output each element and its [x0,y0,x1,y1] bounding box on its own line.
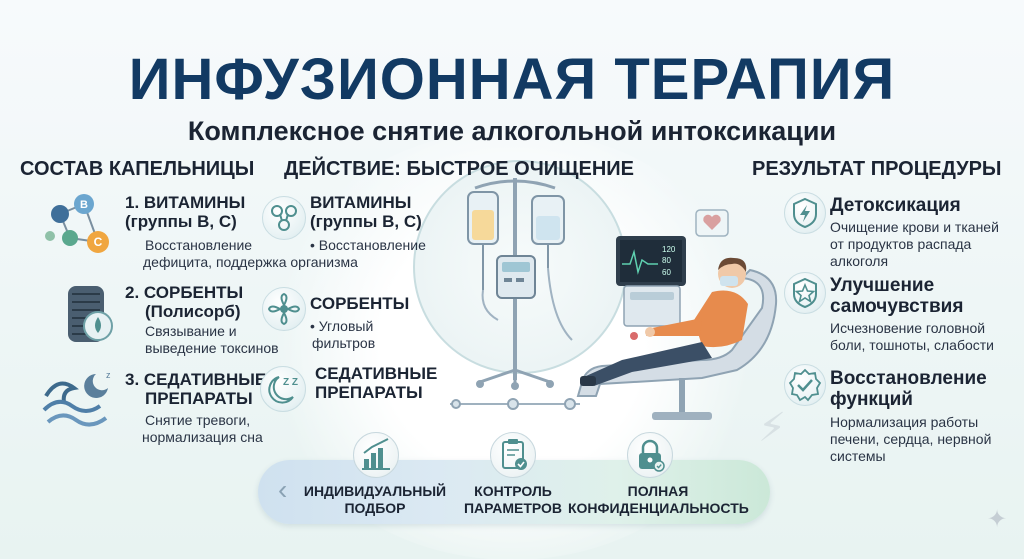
svg-text:Z Z: Z Z [283,377,298,388]
monitor-reading-3: 60 [662,268,671,277]
moon-zz-icon: Z Z [260,366,306,412]
middle-item-desc-1: • Восстановление [310,237,426,253]
middle-item-title-1: ВИТАМИНЫ [310,193,412,212]
svg-text:C: C [94,235,103,249]
iv-stand-illustration [450,178,580,410]
bar-label-individual: ИНДИВИДУАЛЬНЫЙ ПОДБОР [303,483,447,516]
right-item-title-3: Восстановление [830,368,987,389]
filter-cartridge-icon [68,286,113,342]
monitor-reading-1: 120 [662,245,676,254]
svg-text:z: z [106,370,111,380]
right-item-title-1: Детоксикация [830,195,961,216]
right-item-title-2: Улучшение [830,275,935,296]
middle-item-title-1b: (группы В, С) [310,212,422,231]
lightning-shield-icon [784,192,826,234]
left-item-desc-2a: Связывание и [145,323,237,339]
left-item-desc-1b: дефицита, поддержка организма [143,254,358,270]
right-section-heading: РЕЗУЛЬТАТ ПРОЦЕДУРЫ [752,158,1002,180]
left-item-desc-1a: Восстановление [145,237,253,253]
right-item-desc-2a: Исчезновение головной [830,320,986,336]
left-item-title-1: 1. ВИТАМИНЫ [125,193,246,212]
right-item-title-2b: самочувствия [830,296,964,317]
right-item-title-3b: функций [830,389,913,410]
middle-item-title-2: СОРБЕНТЫ [310,294,410,313]
sparkle-icon: ✦ [987,506,1008,533]
bar-label-monitoring: КОНТРОЛЬ ПАРАМЕТРОВ [463,483,563,516]
right-item-desc-1a: Очищение крови и тканей [830,219,999,235]
left-item-title-3b: ПРЕПАРАТЫ [145,389,253,408]
right-item-desc-2b: боли, тошноты, слабости [830,337,994,353]
monitor-reading-2: 80 [662,256,671,265]
left-section-heading: СОСТАВ КАПЕЛЬНИЦЫ [20,158,255,180]
star-badge-icon [784,272,826,314]
left-item-desc-3b: нормализация сна [142,429,263,445]
clipboard-check-icon [490,432,536,478]
right-item-desc-1b: от продуктов распада [830,236,972,252]
left-item-title-2b: (Полисорб) [145,302,241,321]
waves-moon-icon: z [42,370,111,427]
propeller-filter-icon [262,287,306,331]
right-item-desc-3c: системы [830,448,886,464]
left-item-title-2: 2. СОРБЕНТЫ [125,283,244,302]
middle-section-heading: ДЕЙСТВИЕ: БЫСТРОЕ ОЧИЩЕНИЕ [284,158,635,180]
right-item-desc-3b: печени, сердца, нервной [830,431,992,447]
chevron-left-icon[interactable]: ‹ [278,474,288,505]
molecule-small-icon [262,196,306,240]
check-badge-icon [784,364,826,406]
bar-label-confidentiality: ПОЛНАЯ КОНФИДЕНЦИАЛЬНОСТЬ [568,483,749,516]
middle-item-desc-2a: • Угловый [310,318,374,334]
middle-item-desc-2b: фильтров [312,335,376,351]
lightning-decoration-icon: ⚡ [758,406,787,450]
bar-chart-icon [353,432,399,478]
lock-icon [627,432,673,478]
left-item-desc-3a: Снятие тревоги, [145,412,251,428]
svg-text:B: B [80,199,88,211]
left-item-desc-2b: выведение токсинов [145,340,279,356]
left-item-title-1b: (группы В, С) [125,212,237,231]
middle-item-title-3b: ПРЕПАРАТЫ [315,383,423,402]
right-item-desc-1c: алкоголя [830,253,889,269]
patient-chair-illustration: 120 80 60 [576,209,778,420]
molecule-icon: B C [45,194,109,253]
page-subtitle: Комплексное снятие алкогольной интоксика… [187,116,837,146]
page-title: ИНФУЗИОННАЯ ТЕРАПИЯ [128,47,896,112]
left-item-title-3: 3. СЕДАТИВНЫЕ [125,370,267,389]
middle-item-title-3: СЕДАТИВНЫЕ [315,364,438,383]
right-item-desc-3a: Нормализация работы [830,414,979,430]
